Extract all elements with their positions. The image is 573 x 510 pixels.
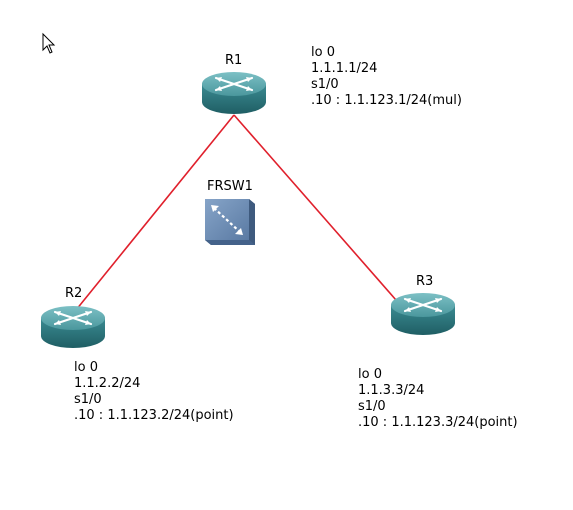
info-line: lo 0 (74, 360, 98, 375)
link-r1-r2 (75, 114, 235, 311)
router-r3-info: lo 0 1.1.3.3/24 s1/0 .10 : 1.1.123.3/24(… (358, 367, 518, 431)
router-r2-info: lo 0 1.1.2.2/24 s1/0 .10 : 1.1.123.2/24(… (74, 360, 234, 424)
router-r3-label: R3 (416, 274, 434, 289)
router-r1-info: lo 0 1.1.1.1/24 s1/0 .10 : 1.1.123.1/24(… (311, 45, 462, 109)
frsw1-label: FRSW1 (207, 179, 253, 194)
router-r2-label: R2 (65, 286, 83, 301)
info-line: s1/0 (74, 392, 102, 407)
router-r2-icon[interactable] (39, 304, 107, 350)
link-r1-r3 (233, 114, 397, 301)
info-line: .10 : 1.1.123.3/24(point) (358, 415, 518, 430)
info-line: 1.1.3.3/24 (358, 383, 425, 398)
info-line: 1.1.1.1/24 (311, 61, 378, 76)
info-line: 1.1.2.2/24 (74, 376, 141, 391)
router-r1-label: R1 (225, 53, 243, 68)
cursor-arrow-icon (42, 32, 56, 54)
info-line: .10 : 1.1.123.1/24(mul) (311, 93, 462, 108)
router-r1-icon[interactable] (200, 70, 268, 116)
frame-relay-switch-icon[interactable] (205, 199, 255, 245)
info-line: lo 0 (358, 367, 382, 382)
info-line: s1/0 (311, 77, 339, 92)
info-line: s1/0 (358, 399, 386, 414)
info-line: .10 : 1.1.123.2/24(point) (74, 408, 234, 423)
router-r3-icon[interactable] (389, 291, 457, 337)
info-line: lo 0 (311, 45, 335, 60)
